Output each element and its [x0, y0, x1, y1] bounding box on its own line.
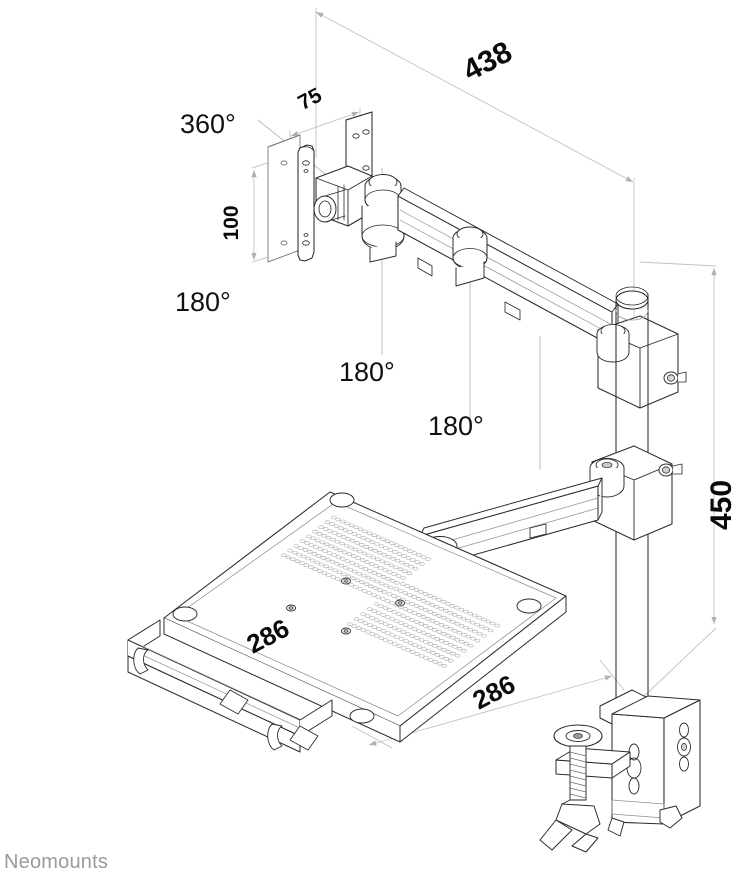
label-rotation-180-upper: 180° [175, 287, 231, 317]
dimension-lines [251, 8, 717, 749]
tray-perforations [281, 515, 501, 668]
dim-line-438 [315, 11, 634, 183]
brand-wordmark: Neomounts [4, 851, 109, 873]
dim-label-438: 438 [458, 35, 518, 87]
ext-line-450-bottom [639, 627, 717, 701]
desk-clamp [539, 689, 701, 853]
rotation-labels: 360° 180° 180° 180° [175, 109, 484, 441]
dim-label-75: 75 [294, 83, 326, 114]
dim-line-75 [290, 111, 360, 137]
upper-arm-mid-joint [452, 226, 488, 287]
laptop-tray [127, 491, 567, 753]
label-rotation-180-middle: 180° [339, 357, 395, 387]
upper-arm [397, 187, 619, 347]
vesa-plate-rear [267, 134, 301, 263]
ext-line-286-b [599, 659, 625, 691]
dim-label-450: 450 [705, 480, 738, 530]
vesa-plate [297, 144, 315, 262]
dim-label-100: 100 [220, 205, 243, 240]
lower-pole-collar [589, 445, 683, 541]
ext-line-450-top [639, 261, 717, 267]
label-rotation-180-lower: 180° [428, 411, 484, 441]
label-rotation-360: 360° [180, 109, 236, 139]
product-line-art [127, 111, 701, 853]
upper-pole-collar [596, 315, 687, 409]
tilt-head-joint [313, 165, 405, 263]
